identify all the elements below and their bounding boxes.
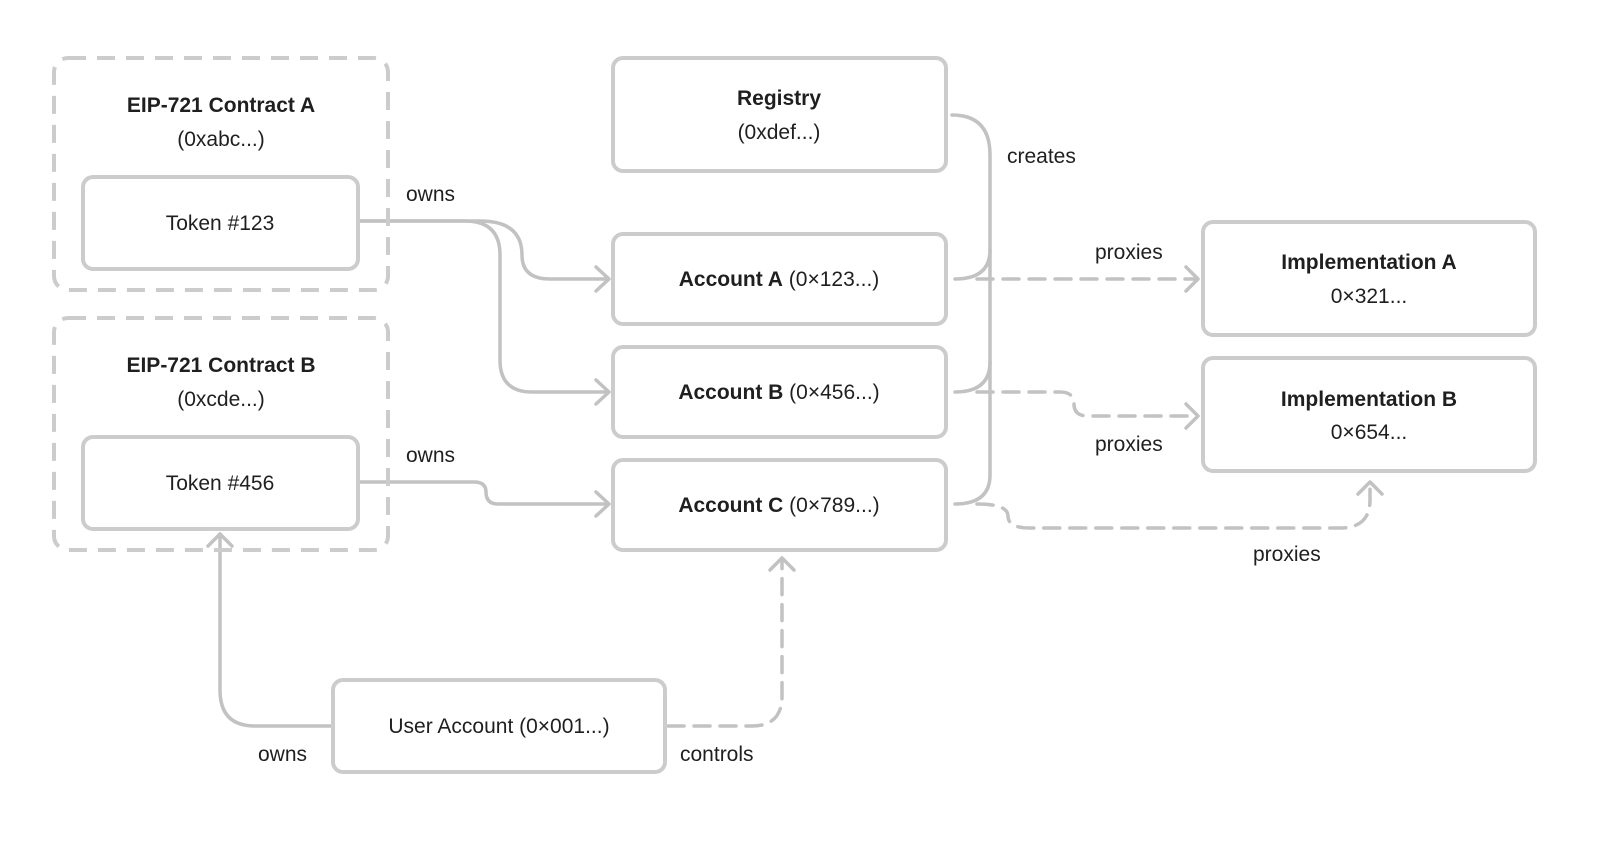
account-a-address: (0×123...) [789,268,879,291]
implementation-b-box[interactable] [1201,356,1537,473]
account-a-box[interactable] [611,232,948,326]
edge-token456-to-account-c [350,480,609,506]
implementation-a-box[interactable] [1201,220,1537,337]
account-c-address: (0×789...) [789,494,879,517]
token-123-box[interactable] [81,175,360,271]
arrowhead-impl-a [1184,265,1200,293]
arrowhead-token456 [206,532,234,548]
registry-box[interactable] [611,56,948,173]
account-b-name: Account B [678,381,783,404]
edge-label-account-a-proxies: proxies [1095,241,1163,264]
token-456-box[interactable] [81,435,360,531]
connectors [206,113,1384,728]
arrowhead-account-a [594,265,611,293]
edge-label-registry-creates: creates [1007,145,1076,168]
edge-label-token456-owns: owns [406,444,455,467]
arrowhead-account-c-bottom [768,556,796,572]
edge-account-c-to-impl-b [975,482,1372,530]
edge-registry-to-account-c [953,360,992,506]
account-c-name: Account C [678,494,783,517]
account-a-name: Account A [679,268,783,291]
registry-title: Registry [737,87,821,110]
account-b-label: Account B (0×456...) [678,381,879,404]
edge-label-account-b-proxies: proxies [1095,433,1163,456]
account-c-box[interactable] [611,458,948,552]
implementation-b-title: Implementation B [1281,388,1457,411]
contract-b-address: (0xcde...) [177,388,265,411]
contract-b-container[interactable] [52,316,390,552]
edge-label-token123-owns: owns [406,183,455,206]
arrowhead-impl-b [1184,402,1200,430]
implementation-a-title: Implementation A [1281,251,1456,274]
edge-token123-to-account-a [350,219,609,281]
edge-user-to-token456 [218,532,332,728]
user-account-label: User Account (0×001...) [388,715,609,738]
edge-token123-to-account-b [350,219,609,394]
contract-a-address: (0xabc...) [177,128,265,151]
edge-user-to-account-c [666,558,784,728]
registry-address: (0xdef...) [738,121,821,144]
edge-registry-creates [950,113,992,281]
account-b-address: (0×456...) [789,381,879,404]
user-account-box[interactable] [331,678,667,774]
edge-label-user-controls: controls [680,743,754,766]
contract-a-title: EIP-721 Contract A [127,94,315,117]
arrowhead-account-c [594,490,611,518]
edge-account-b-to-impl-b [975,390,1197,418]
contract-a-container[interactable] [52,56,390,292]
implementation-b-address: 0×654... [1331,421,1407,444]
arrowhead-account-b [594,378,611,406]
arrowhead-impl-b-bottom [1356,480,1384,496]
contract-b-title: EIP-721 Contract B [126,354,315,377]
edge-label-account-c-proxies: proxies [1253,543,1321,566]
token-123-label: Token #123 [166,212,275,235]
account-a-label: Account A (0×123...) [679,268,880,291]
edge-registry-to-account-b [953,248,992,394]
implementation-a-address: 0×321... [1331,285,1407,308]
account-b-box[interactable] [611,345,948,439]
edge-label-user-owns: owns [258,743,307,766]
account-c-label: Account C (0×789...) [678,494,879,517]
token-456-label: Token #456 [166,472,275,495]
